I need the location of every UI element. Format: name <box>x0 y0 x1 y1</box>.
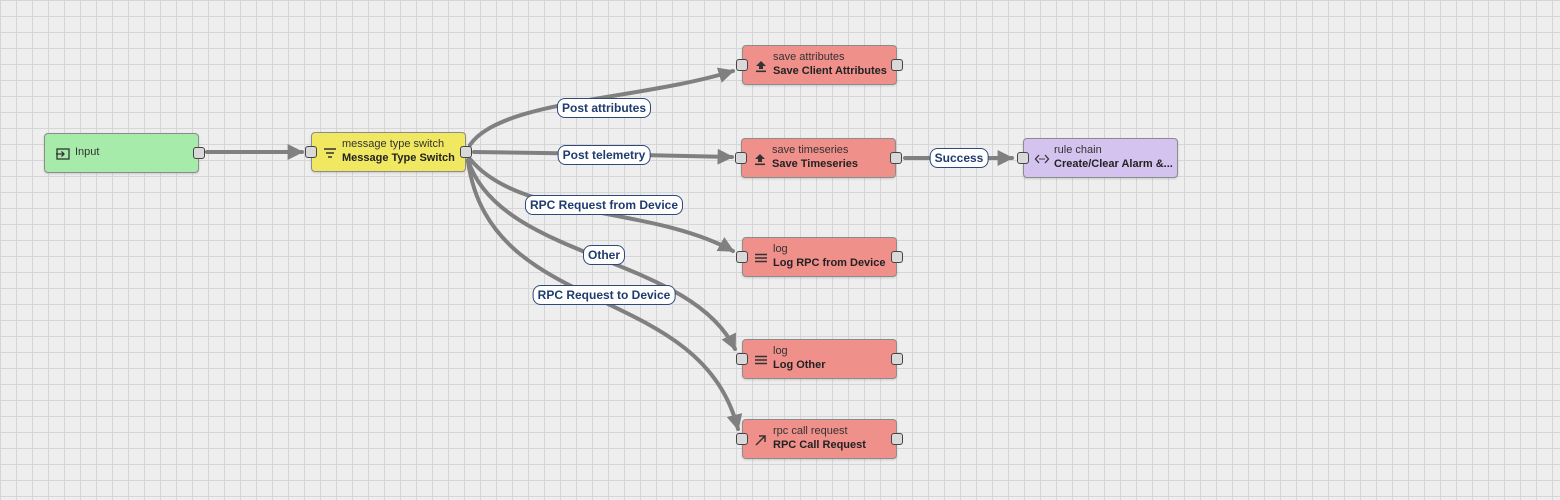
node-type-label: rpc call request <box>773 425 848 437</box>
node-switch-in-port[interactable] <box>305 146 317 158</box>
link-label-rpc-to-device[interactable]: RPC Request to Device <box>532 285 676 305</box>
node-type-label: save timeseries <box>772 144 849 156</box>
node-save-attributes-in-port[interactable] <box>736 59 748 71</box>
node-rule-chain[interactable]: rule chain Create/Clear Alarm &... <box>1017 138 1178 178</box>
link-label-post-telemetry[interactable]: Post telemetry <box>557 145 651 165</box>
node-rpc-call-in-port[interactable] <box>736 433 748 445</box>
node-log-other-out-port[interactable] <box>891 353 903 365</box>
node-message-type-switch[interactable]: message type switch Message Type Switch <box>305 132 472 172</box>
node-log-rpc-out-port[interactable] <box>891 251 903 263</box>
node-save-attributes[interactable]: save attributes Save Client Attributes <box>736 45 903 85</box>
node-save-timeseries[interactable]: save timeseries Save Timeseries <box>735 138 902 178</box>
filter-icon <box>322 145 338 161</box>
node-save-attributes-out-port[interactable] <box>891 59 903 71</box>
node-input[interactable]: Input <box>44 133 205 173</box>
node-type-label: rule chain <box>1054 144 1102 156</box>
node-name-label: Message Type Switch <box>342 152 455 164</box>
code-icon <box>1034 151 1050 167</box>
node-switch-out-port[interactable] <box>460 146 472 158</box>
menu-lines-icon <box>753 352 769 368</box>
node-name-label: RPC Call Request <box>773 439 866 451</box>
node-type-label: message type switch <box>342 138 445 150</box>
link-label-other[interactable]: Other <box>582 245 626 265</box>
link-label-rpc-from-device[interactable]: RPC Request from Device <box>524 195 684 215</box>
node-type-label: save attributes <box>773 51 845 63</box>
node-rpc-call-out-port[interactable] <box>891 433 903 445</box>
node-name-label: Save Client Attributes <box>773 65 887 77</box>
node-input-title: Input <box>75 146 100 158</box>
node-log-other-in-port[interactable] <box>736 353 748 365</box>
arrow-up-right-icon <box>753 432 769 448</box>
node-save-timeseries-out-port[interactable] <box>890 152 902 164</box>
upload-icon <box>752 151 768 167</box>
node-input-out-port[interactable] <box>193 147 205 159</box>
node-rule-chain-in-port[interactable] <box>1017 152 1029 164</box>
node-name-label: Log RPC from Device <box>773 257 886 269</box>
node-name-label: Save Timeseries <box>772 158 859 170</box>
node-name-label: Log Other <box>773 359 826 371</box>
node-log-rpc-in-port[interactable] <box>736 251 748 263</box>
link-label-post-attributes[interactable]: Post attributes <box>556 98 652 118</box>
node-name-label: Create/Clear Alarm &... <box>1054 158 1173 170</box>
menu-lines-icon <box>753 250 769 266</box>
node-type-label: log <box>773 345 788 357</box>
input-icon <box>55 146 71 162</box>
node-rpc-call-request[interactable]: rpc call request RPC Call Request <box>736 419 903 459</box>
node-type-label: log <box>773 243 788 255</box>
link-label-success[interactable]: Success <box>929 148 989 168</box>
node-log-rpc-from-device[interactable]: log Log RPC from Device <box>736 237 903 277</box>
upload-icon <box>753 58 769 74</box>
node-save-timeseries-in-port[interactable] <box>735 152 747 164</box>
node-log-other[interactable]: log Log Other <box>736 339 903 379</box>
